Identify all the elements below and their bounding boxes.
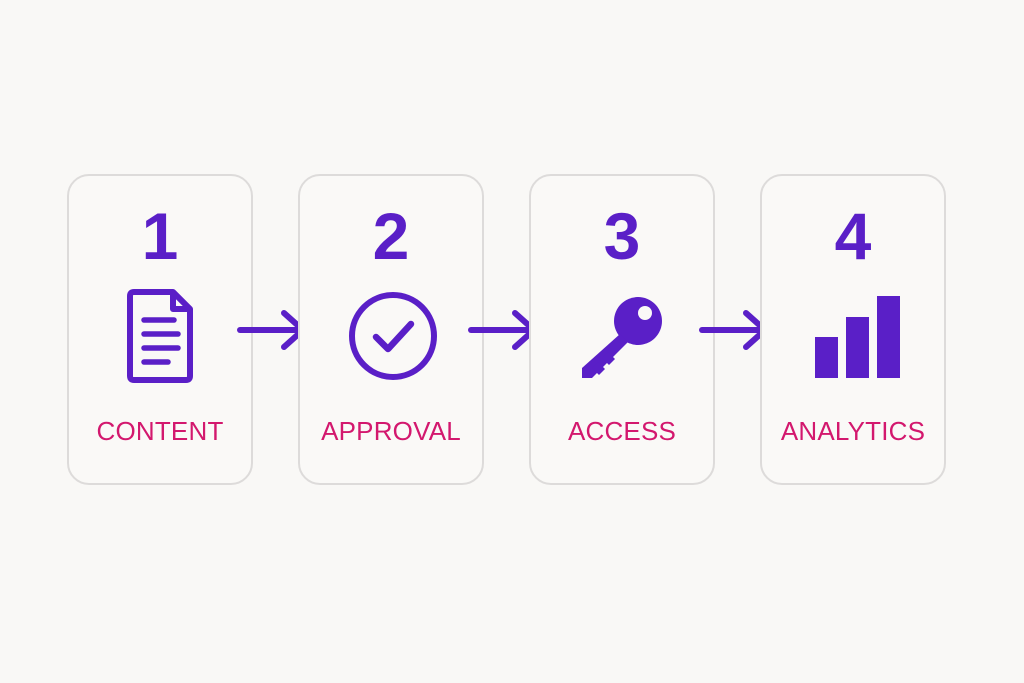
step-number: 3 [603,199,641,273]
step-number: 1 [141,199,179,273]
step-label: APPROVAL [321,416,461,446]
bar-chart-icon [805,286,905,386]
step-label: ACCESS [567,416,677,446]
check-circle-icon [343,286,443,386]
step-label: CONTENT [96,416,224,446]
step-number: 2 [372,199,410,273]
step-card-access: 3 ACCESS [529,174,715,485]
step-number: 4 [834,199,872,273]
key-icon [574,286,674,386]
document-icon [112,286,212,386]
step-card-approval: 2 APPROVAL [298,174,484,485]
step-label: ANALYTICS [780,416,926,446]
step-card-content: 1 CONTENT [67,174,253,485]
step-card-analytics: 4 ANALYTICS [760,174,946,485]
